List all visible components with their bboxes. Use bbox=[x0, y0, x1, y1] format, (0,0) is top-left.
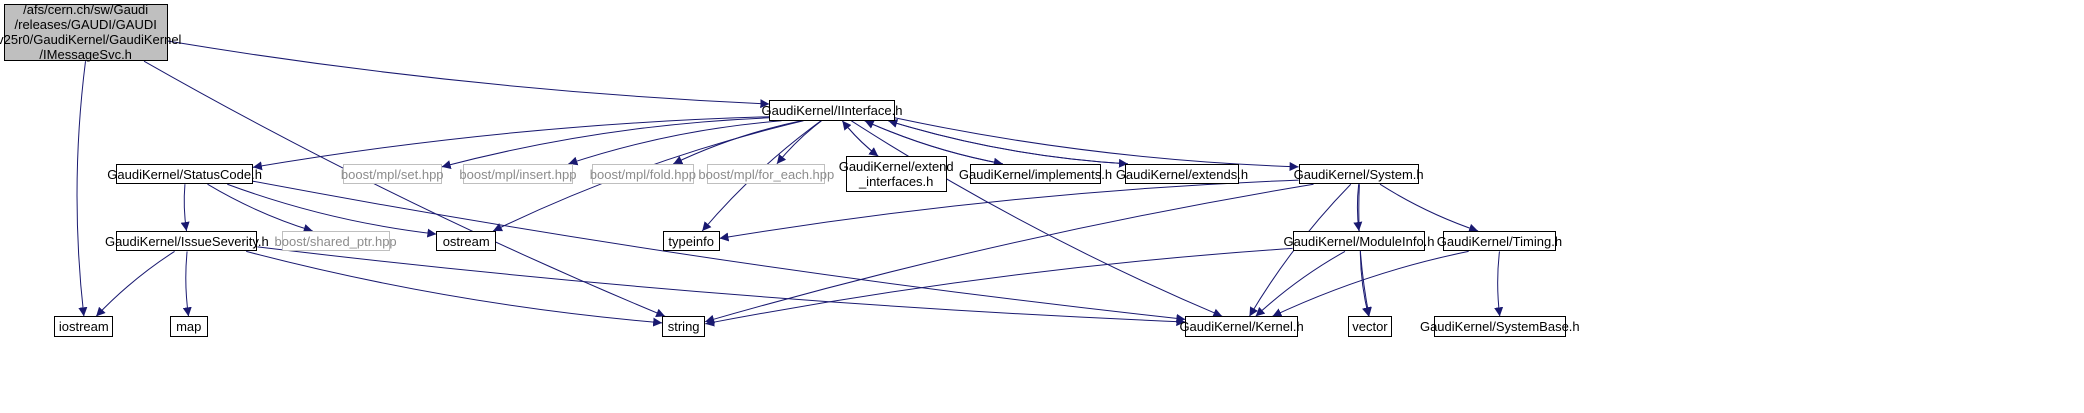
node-ostream[interactable]: ostream bbox=[436, 231, 497, 252]
edge-system-to-string bbox=[705, 183, 1314, 324]
edge-statuscode-to-kernel bbox=[252, 180, 1186, 323]
node-kernel[interactable]: GaudiKernel/Kernel.h bbox=[1179, 316, 1304, 337]
edge-iinterface-to-statuscode bbox=[252, 116, 770, 171]
edge-moduleinfo-to-vector bbox=[1359, 251, 1371, 317]
node-sharedptr: boost/shared_ptr.hpp bbox=[275, 231, 397, 252]
node-typeinfo[interactable]: typeinfo bbox=[662, 231, 720, 252]
node-timing[interactable]: GaudiKernel/Timing.h bbox=[1437, 231, 1562, 252]
edge-moduleinfo-to-string bbox=[705, 247, 1293, 327]
edge-system-to-timing bbox=[1379, 183, 1479, 233]
edge-iinterface-to-kernel bbox=[851, 120, 1223, 317]
edge-timing-to-systembase bbox=[1494, 251, 1504, 317]
node-mplforeach: boost/mpl/for_each.hpp bbox=[698, 163, 834, 185]
edge-statuscode-to-sharedptr bbox=[207, 183, 313, 233]
node-iostream[interactable]: iostream bbox=[54, 316, 114, 337]
edge-imsg-to-iostream bbox=[76, 61, 88, 317]
edge-issue-to-kernel bbox=[257, 246, 1186, 327]
edge-extendif-to-iinterface bbox=[841, 120, 879, 157]
edge-issue-to-iostream bbox=[95, 250, 175, 317]
node-map[interactable]: map bbox=[169, 316, 208, 337]
edge-implements-to-iinterface bbox=[864, 120, 1003, 165]
edge-timing-to-kernel bbox=[1272, 250, 1469, 317]
edge-imsg-to-string bbox=[143, 60, 666, 318]
node-string[interactable]: string bbox=[662, 316, 706, 337]
dependency-edges bbox=[76, 40, 1504, 327]
edge-imsg-to-iinterface bbox=[167, 40, 770, 109]
edge-extends-to-iinterface bbox=[888, 119, 1128, 165]
edge-moduleinfo-to-kernel bbox=[1255, 250, 1346, 317]
node-mplfold: boost/mpl/fold.hpp bbox=[590, 163, 696, 185]
edge-issue-to-map bbox=[182, 251, 192, 317]
edge-statuscode-to-issue bbox=[180, 184, 190, 232]
edge-issue-to-string bbox=[246, 250, 663, 327]
node-moduleinfo[interactable]: GaudiKernel/ModuleInfo.h bbox=[1283, 231, 1435, 252]
edge-iinterface-to-mplforeach bbox=[776, 120, 822, 165]
edge-system-to-moduleinfo bbox=[1353, 184, 1363, 232]
node-statuscode[interactable]: GaudiKernel/StatusCode.h bbox=[107, 163, 262, 185]
node-system[interactable]: GaudiKernel/System.h bbox=[1294, 163, 1424, 185]
node-iinterface[interactable]: GaudiKernel/IInterface.h bbox=[762, 100, 902, 121]
node-issue[interactable]: GaudiKernel/IssueSeverity.h bbox=[105, 231, 269, 252]
node-implements[interactable]: GaudiKernel/implements.h bbox=[959, 163, 1112, 185]
edge-system-to-typeinfo bbox=[719, 179, 1299, 242]
edge-iinterface-to-system bbox=[894, 117, 1299, 172]
node-mplinsert: boost/mpl/insert.hpp bbox=[459, 163, 576, 185]
node-systembase[interactable]: GaudiKernel/SystemBase.h bbox=[1420, 316, 1580, 337]
edge-statuscode-to-ostream bbox=[227, 183, 437, 238]
node-extends[interactable]: GaudiKernel/extends.h bbox=[1116, 163, 1248, 185]
node-extendif[interactable]: GaudiKernel/extend _interfaces.h bbox=[839, 156, 954, 192]
edge-iinterface-to-mplset bbox=[441, 117, 770, 169]
node-imsg: /afs/cern.ch/sw/Gaudi /releases/GAUDI/GA… bbox=[0, 2, 182, 63]
node-vector[interactable]: vector bbox=[1347, 316, 1393, 337]
edge-iinterface-to-mplinsert bbox=[568, 120, 782, 166]
node-mplset: boost/mpl/set.hpp bbox=[341, 163, 444, 185]
